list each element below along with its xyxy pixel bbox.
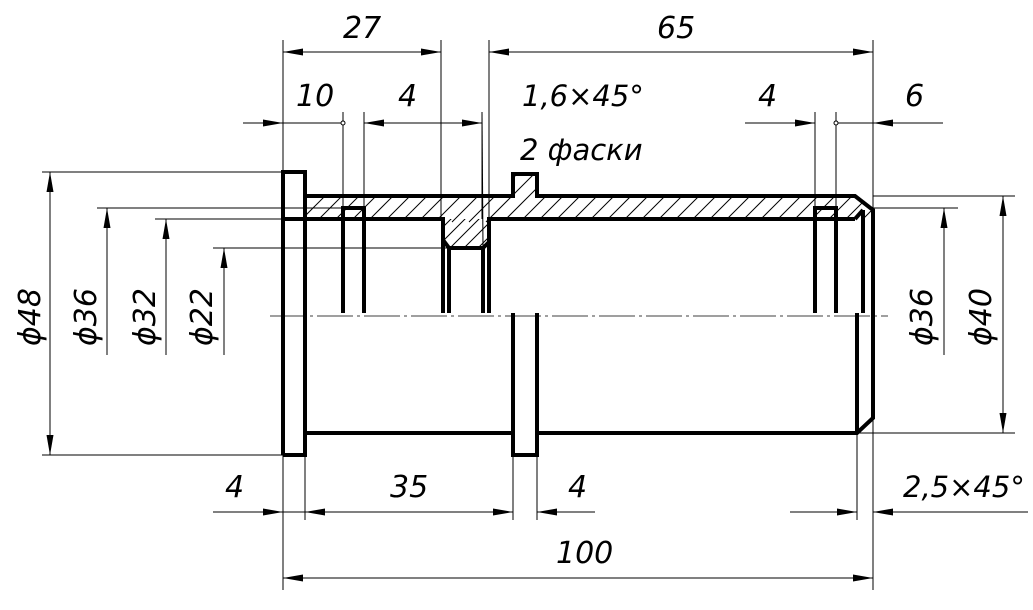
dim-dia-22: ϕ22 <box>185 288 220 346</box>
dim-dia-40: ϕ40 <box>964 288 999 346</box>
dim-dia-36-left: ϕ36 <box>69 288 104 346</box>
hatch-line <box>231 170 283 222</box>
arrowhead <box>940 208 948 228</box>
dim-total-100: 100 <box>556 536 613 571</box>
hatch-line <box>859 174 873 223</box>
arrowhead <box>263 119 283 127</box>
arrowhead <box>46 172 54 192</box>
hatch-line <box>447 219 483 248</box>
arrowhead <box>283 48 303 56</box>
dim-upper-6: 6 <box>905 79 924 114</box>
arrowhead <box>795 119 815 127</box>
dim-chamfer-1-6: 1,6×45° <box>522 79 644 113</box>
arrowhead <box>837 508 857 516</box>
arrowhead <box>853 48 873 56</box>
arrowheads <box>46 48 1007 582</box>
arrowhead <box>493 508 513 516</box>
arrowhead <box>283 574 303 582</box>
arrowhead <box>263 508 283 516</box>
arrowhead <box>103 208 111 228</box>
dim-bottom-4-right: 4 <box>568 470 587 505</box>
arrowhead <box>853 574 873 582</box>
arrowhead <box>421 48 441 56</box>
arrowhead <box>162 219 170 239</box>
arrowhead <box>46 435 54 455</box>
dim-dia-48: ϕ48 <box>13 288 48 346</box>
dim-bottom-4-left: 4 <box>225 470 244 505</box>
dim-upper-4-right: 4 <box>758 79 777 114</box>
dim-top-27: 27 <box>343 11 381 46</box>
hatch-line <box>504 216 538 250</box>
hatch-line <box>490 216 524 250</box>
arrowhead <box>489 48 509 56</box>
dim-bottom-35: 35 <box>390 470 428 505</box>
hatch-line <box>248 170 300 222</box>
arrowhead <box>873 119 893 127</box>
arrowhead <box>999 413 1007 433</box>
chamfer-hatching <box>406 216 538 250</box>
point-marker <box>833 120 839 126</box>
hatch-line <box>443 219 455 248</box>
dim-chamfer-2-5: 2,5×45° <box>903 470 1025 504</box>
hatch-line <box>461 219 489 248</box>
arrowhead <box>873 508 893 516</box>
hatch-line <box>443 219 469 248</box>
dim-upper-10: 10 <box>296 79 334 114</box>
arrowhead <box>364 119 384 127</box>
hatch-line <box>406 216 440 250</box>
arrowhead <box>305 508 325 516</box>
note-2-chamfers: 2 фаски <box>520 133 643 167</box>
dim-upper-4-left: 4 <box>398 79 417 114</box>
point-marker <box>340 120 346 126</box>
arrowhead <box>462 119 482 127</box>
dim-dia-36-right: ϕ36 <box>905 288 940 346</box>
arrowhead <box>537 508 557 516</box>
dim-top-65: 65 <box>657 11 695 46</box>
hatch-line <box>475 219 489 248</box>
arrowhead <box>220 248 228 268</box>
arrowhead <box>999 196 1007 216</box>
dim-dia-32: ϕ32 <box>128 288 163 346</box>
dimension-texts: 27 65 10 4 1,6×45° 4 6 2 фаски 4 35 4 2,… <box>13 11 1025 571</box>
